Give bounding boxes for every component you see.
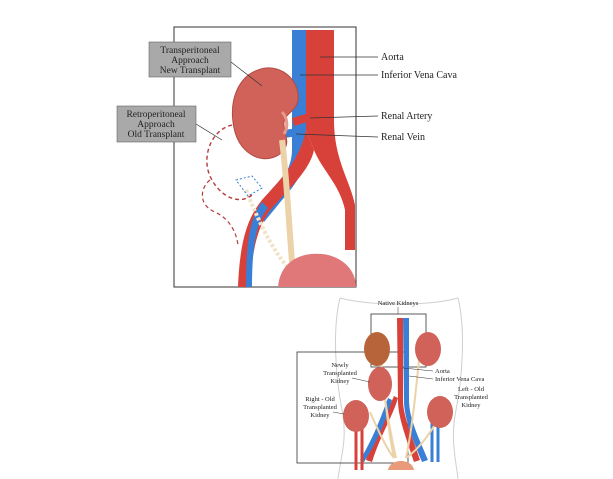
left-old-kidney [427,396,453,428]
bottom-ureters [369,349,443,459]
newly-transplanted-kidney [368,367,392,401]
native-kidney-right [364,332,390,366]
label-newly-line-3: Kidney [330,378,350,385]
iliac-vein-left [246,202,268,287]
leader-newly [351,377,371,383]
body-outline [335,297,345,479]
leader-new-box [230,61,263,87]
top-figure: Transperitoneal Approach New Transplant … [116,26,457,288]
box-new-line-1: Transperitoneal [160,46,220,56]
box-old-line-2: Approach [137,120,175,130]
label-native-kidneys: Native Kidneys [378,300,419,307]
box-old-line-3: Old Transplant [128,130,185,140]
label-newly-line-1: Newly [331,362,349,369]
label-right-old-line-2: Transplanted [303,404,337,411]
label-aorta: Aorta [381,52,404,63]
bottom-figure: Native Kidneys Newly Transplanted Kidney… [296,297,489,479]
box-transperitoneal: Transperitoneal Approach New Transplant [148,41,232,78]
ureter-new [279,139,295,263]
right-old-kidney [343,400,369,432]
bottom-bladder [388,461,414,470]
label-left-old-line-3: Kidney [461,402,481,409]
leader-bottom-ivc [408,375,434,380]
new-transplant-kidney [232,67,299,160]
leader-renal-artery [309,115,379,119]
kidney-hilum [280,110,289,135]
bottom-aorta [397,318,420,462]
label-renal-artery: Renal Artery [381,111,432,122]
box-old-line-1: Retroperitoneal [126,110,185,120]
bottom-iliac-left [366,396,398,462]
label-renal-vein: Renal Vein [381,132,425,143]
box-retroperitoneal: Retroperitoneal Approach Old Transplant [116,105,197,143]
box-new-line-3: New Transplant [160,66,221,76]
label-right-old-line-1: Right - Old [305,396,335,403]
label-bottom-aorta: Aorta [435,368,450,375]
label-bottom-ivc: Inferior Vena Cava [435,376,484,383]
label-right-old-line-3: Kidney [310,412,330,419]
leader-renal-vein [295,133,379,138]
leader-bottom-aorta [402,367,434,372]
native-kidney-left [415,332,441,366]
label-left-old-line-1: Left - Old [458,386,485,393]
label-left-old-line-2: Transplanted [454,394,488,401]
label-ivc: Inferior Vena Cava [381,70,457,81]
aorta-shape [306,30,355,250]
bladder [278,253,356,287]
body-outline-right [452,297,463,479]
bottom-ivc [403,318,428,462]
bottom-iliac-left-vein [360,398,392,462]
old-anastomosis-blue [235,175,263,197]
leader-right-old [332,411,345,415]
iliac-artery-left [238,130,314,287]
renal-artery-shape [292,112,314,126]
label-newly-line-2: Transplanted [323,370,357,377]
body-top [339,297,459,305]
box-new-line-2: Approach [171,56,209,66]
leader-old-box [195,123,223,141]
